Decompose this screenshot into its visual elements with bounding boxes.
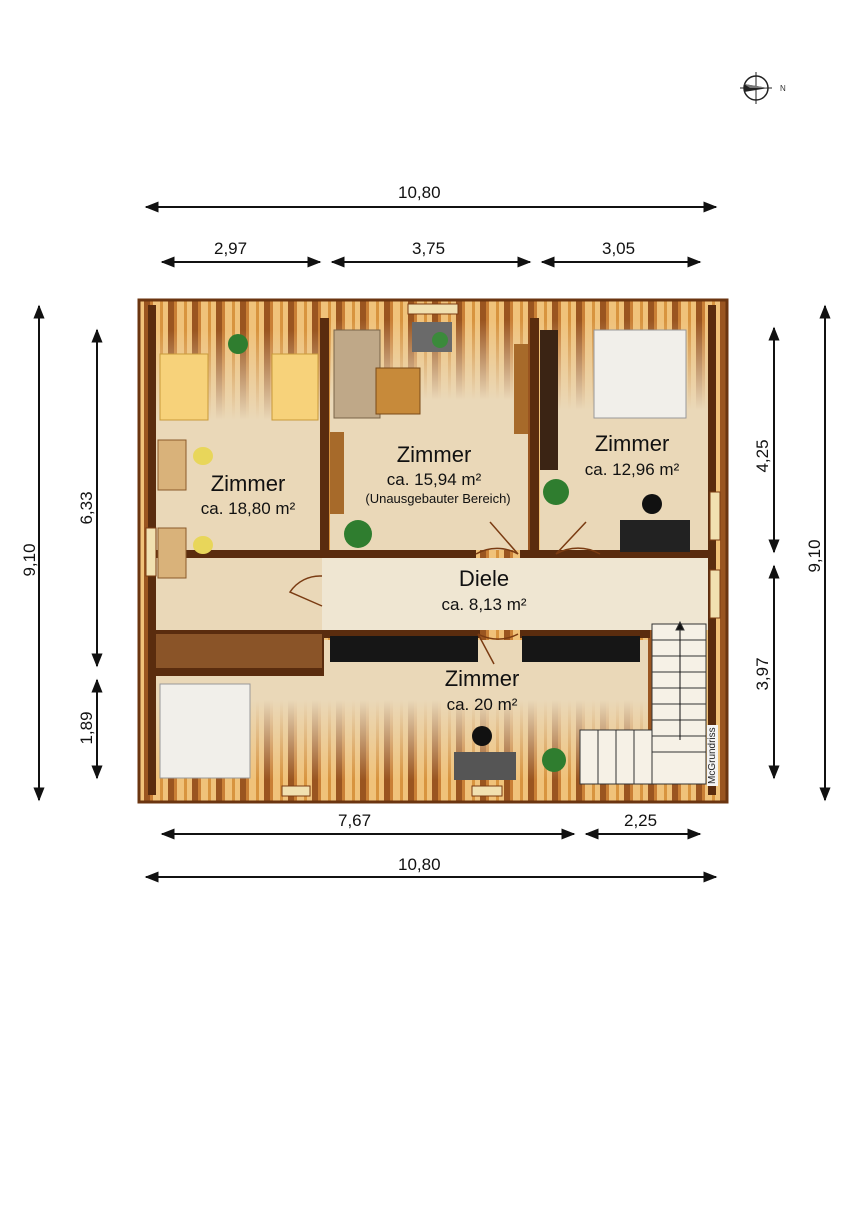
dim-bottom-2: 2,25 [624, 811, 658, 830]
wardrobe [156, 634, 322, 668]
room-name: Zimmer [396, 442, 472, 467]
single-bed [159, 683, 251, 779]
compass-north-label: N [780, 84, 786, 93]
compass-icon [740, 72, 772, 104]
dim-bottom-1: 7,67 [338, 811, 372, 830]
room-name: Zimmer [594, 431, 670, 456]
dim-left-outer: 9,10 [20, 543, 39, 577]
door-arc-bottom [477, 633, 519, 640]
furniture [145, 303, 721, 797]
dim-right-outer: 9,10 [805, 539, 824, 573]
staircase [579, 620, 707, 785]
outer-wall [137, 298, 729, 804]
dim-top-total: 10,80 [398, 183, 441, 202]
dim-left-1: 6,33 [77, 491, 96, 525]
double-bed [593, 329, 687, 419]
bed-left [159, 353, 209, 421]
desk-right [620, 520, 690, 552]
room-area: ca. 8,13 m² [441, 595, 527, 614]
room-area: ca. 20 m² [446, 695, 518, 714]
room-note: (Unausgebauter Bereich) [365, 491, 511, 506]
dim-top-1: 2,97 [214, 239, 248, 258]
dim-bottom-total: 10,80 [398, 855, 441, 874]
dim-left-2: 1,89 [77, 711, 96, 745]
room-name: Diele [458, 566, 510, 591]
dim-top-3: 3,05 [602, 239, 636, 258]
dimension-lines [33, 201, 831, 883]
brand-watermark: McGrundriss [707, 725, 718, 786]
dim-right-2: 3,97 [753, 657, 772, 691]
door-arc-right [555, 547, 601, 555]
room-area: ca. 18,80 m² [200, 499, 296, 518]
room-name: Zimmer [210, 471, 286, 496]
room-area: ca. 12,96 m² [584, 460, 680, 479]
door-arc-left [288, 575, 323, 607]
bed-right [271, 353, 319, 421]
room-name: Zimmer [444, 666, 520, 691]
room-area: ca. 15,94 m² [386, 470, 482, 489]
door-arc-middle [475, 547, 519, 555]
dim-right-1: 4,25 [753, 439, 772, 473]
doors [288, 521, 601, 665]
dim-top-2: 3,75 [412, 239, 446, 258]
